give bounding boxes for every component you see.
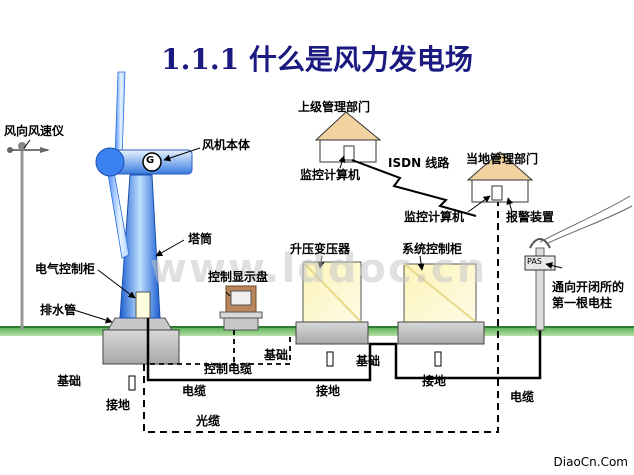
foundation-transformer-label: 基础	[356, 354, 381, 368]
monitor-pc-upper-label: 监控计算机	[300, 168, 361, 182]
anemometer	[7, 142, 50, 330]
control-cable	[150, 336, 291, 365]
upper-management-house	[314, 111, 382, 163]
pas-label: PAS	[527, 257, 542, 266]
generator-label: G	[146, 155, 155, 166]
anemometer-label: 风向风速仪	[4, 124, 65, 138]
optical-cable	[143, 202, 499, 433]
alarm-label: 报警装置	[506, 210, 555, 224]
grounding-turbine-label: 接地	[106, 398, 131, 412]
optical-cable-label: 光缆	[196, 414, 221, 428]
grounding-system-label: 接地	[422, 374, 447, 388]
system-cabinet-label: 系统控制柜	[402, 242, 463, 256]
watermark: www.lddoc.cn	[150, 246, 488, 292]
control-cable-label: 控制电缆	[204, 362, 253, 376]
drain-pipe-label: 排水管	[40, 303, 77, 317]
isdn-line	[351, 159, 477, 217]
switch-pole-label-1: 通向开闭所的	[552, 280, 625, 294]
power-cable-2-label: 电缆	[510, 390, 535, 404]
power-cable	[146, 260, 542, 382]
step-up-transformer-label: 升压变压器	[290, 242, 351, 256]
grounding-rods	[128, 351, 442, 391]
display-panel-label: 控制显示盘	[208, 270, 269, 284]
rotor-blades	[106, 71, 130, 259]
tower	[119, 174, 161, 319]
nacelle	[95, 147, 193, 177]
page-title: 1.1.1 什么是风力发电场	[161, 43, 473, 76]
system-control-cabinet	[397, 263, 485, 345]
control-display-panel	[219, 285, 263, 331]
grounding-transformer-label: 接地	[316, 384, 341, 398]
foundation-turbine-label: 基础	[57, 374, 82, 388]
local-dept-label: 当地管理部门	[466, 152, 539, 166]
turbine-body-label: 风机本体	[202, 138, 251, 152]
step-up-transformer	[295, 261, 369, 345]
turbine-foundation	[102, 317, 180, 365]
upper-dept-label: 上级管理部门	[298, 100, 371, 114]
power-cable-1-label: 电缆	[182, 384, 207, 398]
switch-pole-label-2: 第一根电柱	[552, 296, 613, 310]
electric-cabinet	[135, 291, 151, 319]
tower-label: 塔筒	[188, 232, 213, 246]
electric-cabinet-label: 电气控制柜	[35, 262, 96, 276]
footer-site-name: DiaoCn.Com	[553, 455, 628, 469]
isdn-label: ISDN 线路	[388, 156, 450, 170]
leader-arrows	[23, 139, 563, 324]
foundation-display-label: 基础	[264, 348, 289, 362]
monitor-pc-local-label: 监控计算机	[404, 210, 465, 224]
